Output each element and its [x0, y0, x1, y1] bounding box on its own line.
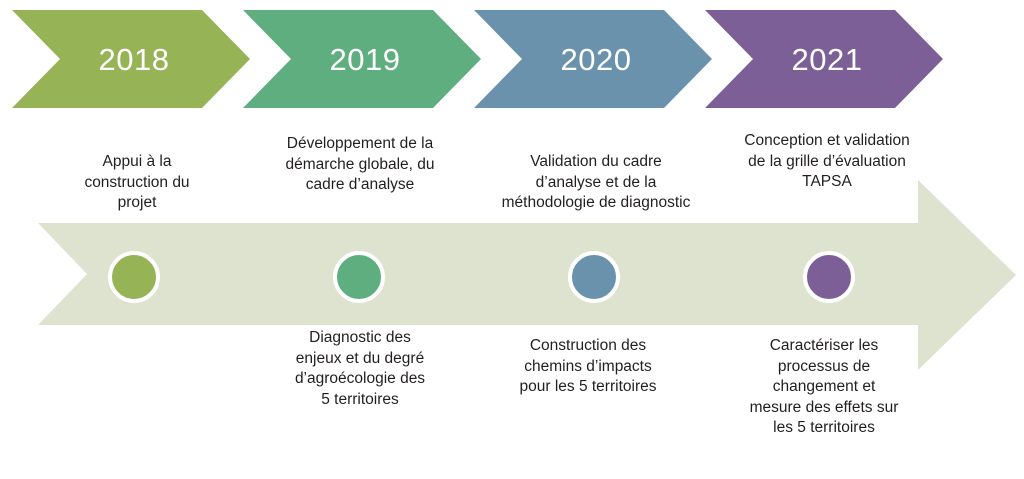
year-chevron-2018[interactable]: 2018	[12, 10, 250, 108]
caption-below-2020: Construction des chemins d’impacts pour …	[519, 337, 657, 396]
year-chevron-band: 2018 2019 2020 2021	[0, 0, 1024, 118]
milestone-circle-2018[interactable]	[108, 251, 160, 303]
year-label-2021: 2021	[791, 41, 863, 77]
caption-above-2018: Appui à la construction du projet	[84, 153, 190, 212]
process-arrow	[38, 180, 1016, 370]
milestone-circle-2021[interactable]	[803, 251, 855, 303]
milestone-circle-2019[interactable]	[333, 251, 385, 303]
year-chevron-2021[interactable]: 2021	[705, 10, 943, 108]
year-label-2020: 2020	[560, 41, 632, 77]
year-label-2019: 2019	[329, 41, 401, 77]
caption-above-2019: Développement de la démarche globale, du…	[285, 135, 435, 194]
year-chevron-2020[interactable]: 2020	[474, 10, 712, 108]
caption-below-2021: Caractériser les processus de changement…	[749, 337, 899, 437]
caption-above-2021: Conception et validation de la grille d’…	[744, 132, 910, 191]
caption-above-2020: Validation du cadre d’analyse et de la m…	[501, 153, 691, 212]
year-label-2018: 2018	[98, 41, 170, 77]
milestone-circle-2020[interactable]	[568, 251, 620, 303]
year-chevron-2019[interactable]: 2019	[243, 10, 481, 108]
caption-below-2019: Diagnostic des enjeux et du degré d’agro…	[294, 329, 426, 408]
